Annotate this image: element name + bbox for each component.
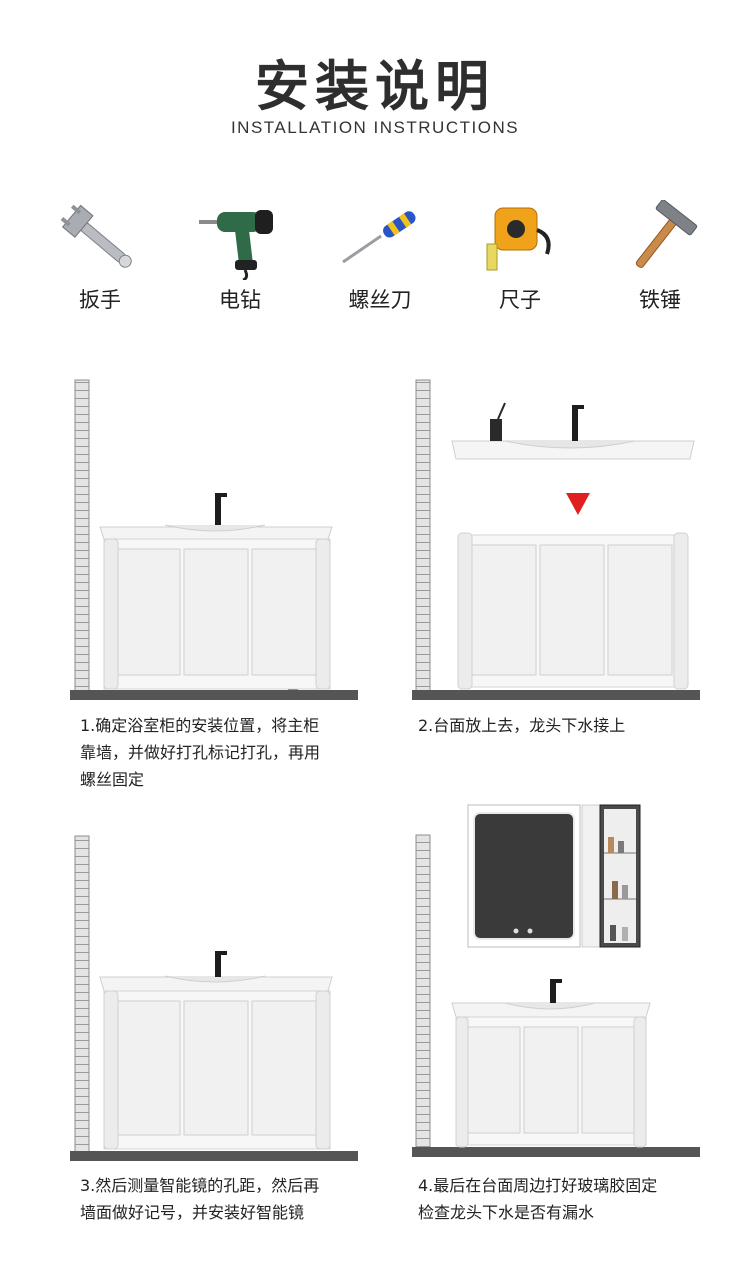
- tool-screwdriver: 螺丝刀: [320, 200, 440, 320]
- caption-line: 1.确定浴室柜的安装位置，将主柜: [80, 716, 320, 735]
- caption-line: 螺丝固定: [80, 770, 145, 789]
- drill-icon: [199, 210, 273, 280]
- tool-label: 扳手: [79, 288, 121, 312]
- tape-measure-icon: [486, 207, 551, 271]
- wall: [74, 835, 90, 1155]
- hammer-icon: [635, 200, 698, 268]
- page-title: 安装说明: [255, 55, 495, 118]
- caption-line: 2.台面放上去，龙头下水接上: [418, 716, 626, 735]
- wall: [415, 834, 431, 1152]
- tools-row: 扳手 电钻 螺丝刀 尺子: [30, 200, 720, 320]
- floor: [412, 690, 700, 700]
- step2-caption: 2.台面放上去，龙头下水接上: [418, 712, 718, 739]
- caption-line: 墙面做好记号，并安装好智能镜: [80, 1203, 305, 1222]
- step3-illustration: [70, 833, 360, 1163]
- step4-caption: 4.最后在台面周边打好玻璃胶固定 检查龙头下水是否有漏水: [418, 1172, 728, 1226]
- tool-label: 螺丝刀: [348, 288, 412, 312]
- cup: [490, 419, 502, 441]
- floor: [412, 1147, 700, 1157]
- caption-line: 靠墙，并做好打孔标记打孔，再用: [80, 743, 321, 762]
- caption-line: 3.然后测量智能镜的孔距，然后再: [80, 1176, 320, 1195]
- touch-button-icon: [513, 928, 519, 934]
- faucet: [550, 979, 556, 1003]
- wrench-icon: [60, 204, 132, 268]
- tool-label: 电钻: [219, 288, 261, 312]
- step2-illustration: [410, 375, 705, 700]
- tool-label: 铁锤: [639, 288, 681, 312]
- tool-hammer: 铁锤: [600, 200, 720, 320]
- page-subtitle: INSTALLATION INSTRUCTIONS: [230, 118, 520, 137]
- wall: [74, 379, 90, 693]
- down-arrow-icon: [566, 493, 590, 515]
- caption-line: 4.最后在台面周边打好玻璃胶固定: [418, 1176, 658, 1195]
- screwdriver-icon: [342, 211, 416, 264]
- step4-illustration: [410, 803, 705, 1163]
- step1-caption: 1.确定浴室柜的安装位置，将主柜 靠墙，并做好打孔标记打孔，再用 螺丝固定: [80, 712, 370, 793]
- faucet: [215, 493, 221, 525]
- tool-label: 尺子: [499, 288, 541, 312]
- floor: [70, 1151, 358, 1161]
- tool-wrench: 扳手: [40, 200, 160, 320]
- step3-caption: 3.然后测量智能镜的孔距，然后再 墙面做好记号，并安装好智能镜: [80, 1172, 380, 1226]
- faucet: [572, 405, 578, 441]
- step1-illustration: [70, 375, 360, 700]
- tool-drill: 电钻: [180, 200, 300, 320]
- caption-line: 检查龙头下水是否有漏水: [418, 1203, 595, 1222]
- touch-button-icon: [527, 928, 533, 934]
- floor: [70, 690, 358, 700]
- tool-tape-measure: 尺子: [460, 200, 580, 320]
- faucet: [215, 951, 221, 977]
- wall: [415, 379, 431, 693]
